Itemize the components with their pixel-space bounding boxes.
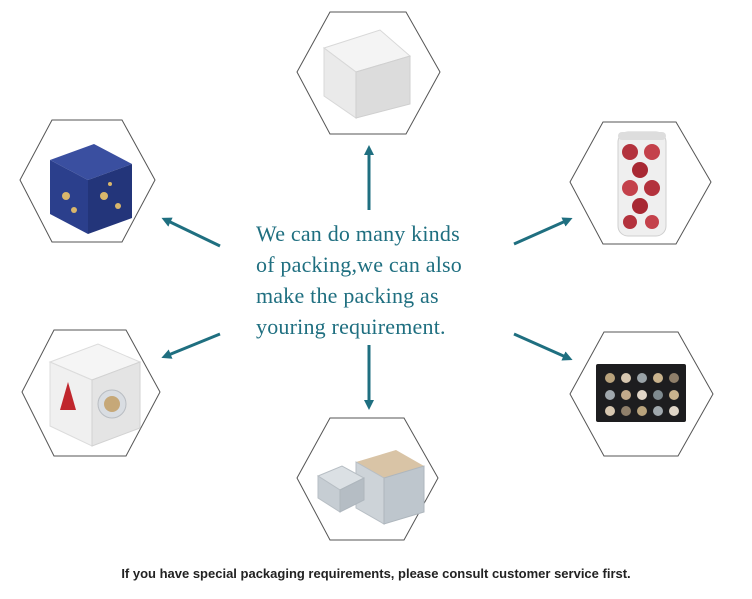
hexagon-white-cube-box: [296, 11, 441, 135]
footer-note: If you have special packaging requiremen…: [121, 566, 631, 581]
arrow-upper-left: [161, 217, 221, 248]
message-line-2: of packing,we can also: [256, 252, 462, 277]
arrows: [161, 145, 573, 410]
message-line-1: We can do many kinds: [256, 221, 460, 246]
window-gift-box-image: [48, 343, 142, 447]
arrow-lower-left: [161, 332, 221, 359]
center-message: We can do many kinds of packing,we can a…: [256, 218, 516, 342]
message-line-4: youring requirement.: [256, 314, 446, 339]
clear-tube-image: [617, 131, 667, 237]
hexagon-blue-printed-box: [19, 119, 156, 243]
arrow-lower-right: [513, 332, 573, 361]
lidded-grey-box-image: [316, 450, 425, 525]
hexagon-window-gift-box: [21, 329, 161, 457]
arrow-upper-right: [513, 217, 573, 246]
hexagon-lidded-grey-box: [296, 417, 439, 541]
black-tray-image: [596, 364, 686, 422]
blue-printed-box-image: [50, 144, 132, 234]
message-line-3: make the packing as: [256, 283, 439, 308]
hexagon-clear-tube: [569, 121, 712, 245]
hexagon-black-tray: [569, 331, 714, 457]
white-cube-box-image: [322, 29, 412, 119]
